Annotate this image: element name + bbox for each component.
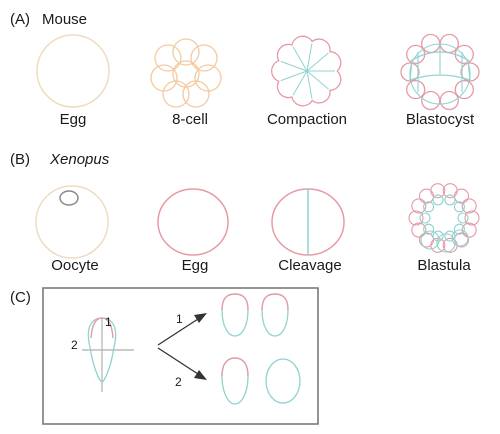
panel-c: (C) 1 2 1 2 (10, 287, 319, 425)
oriented-egg: 1 2 (71, 315, 134, 392)
arrow-1-line (157, 318, 199, 346)
mouse-stage-label-compaction: Compaction (267, 111, 347, 128)
xenopus-stage-label-cleavage: Cleavage (278, 257, 341, 274)
oocyte-nucleus (59, 190, 79, 206)
panel-c-label: (C) (10, 289, 31, 306)
panel-a-label: (A) (10, 11, 30, 28)
blastocyst-icm (409, 51, 471, 81)
xenopus-blastula-embryo (408, 183, 480, 253)
mouse-stage-label-blastocyst: Blastocyst (406, 111, 475, 128)
panel-a: (A) Mouse Egg 8-cell Compaction Blastocy… (10, 11, 480, 128)
arrow-2-head (194, 370, 207, 380)
division-arrows: 1 2 (157, 312, 207, 389)
panel-c-frame (42, 287, 319, 425)
panel-b-title: Xenopus (49, 151, 110, 168)
mouse-blastocyst-embryo (400, 33, 480, 111)
axis-2-label: 2 (71, 338, 78, 352)
xenopus-stage-label-oocyte: Oocyte (51, 257, 99, 274)
panel-b-label: (B) (10, 151, 30, 168)
xenopus-stage-label-egg: Egg (182, 257, 209, 274)
arrow-1-head (194, 313, 207, 323)
axis-1-label: 1 (105, 315, 112, 329)
xenopus-cleavage-embryo (271, 188, 345, 256)
panel-a-title: Mouse (42, 11, 87, 28)
mouse-egg-cell (36, 34, 110, 108)
arrow-2-label: 2 (175, 375, 182, 389)
panel-b: (B) Xenopus Oocyte Egg Cleavage Blastula (10, 151, 480, 274)
mouse-compaction-embryo (271, 35, 342, 107)
mouse-8-cell-embryo (150, 38, 222, 108)
xenopus-oocyte (35, 185, 109, 259)
xenopus-egg-cell (157, 188, 229, 256)
arrow-1-label: 1 (176, 312, 183, 326)
outcome-2-cells (221, 357, 301, 405)
arrow-2-line (157, 347, 199, 375)
xenopus-stage-label-blastula: Blastula (417, 257, 471, 274)
mouse-stage-label-8cell: 8-cell (172, 111, 208, 128)
mouse-stage-label-egg: Egg (60, 111, 87, 128)
outcome-1-cells (221, 293, 289, 337)
